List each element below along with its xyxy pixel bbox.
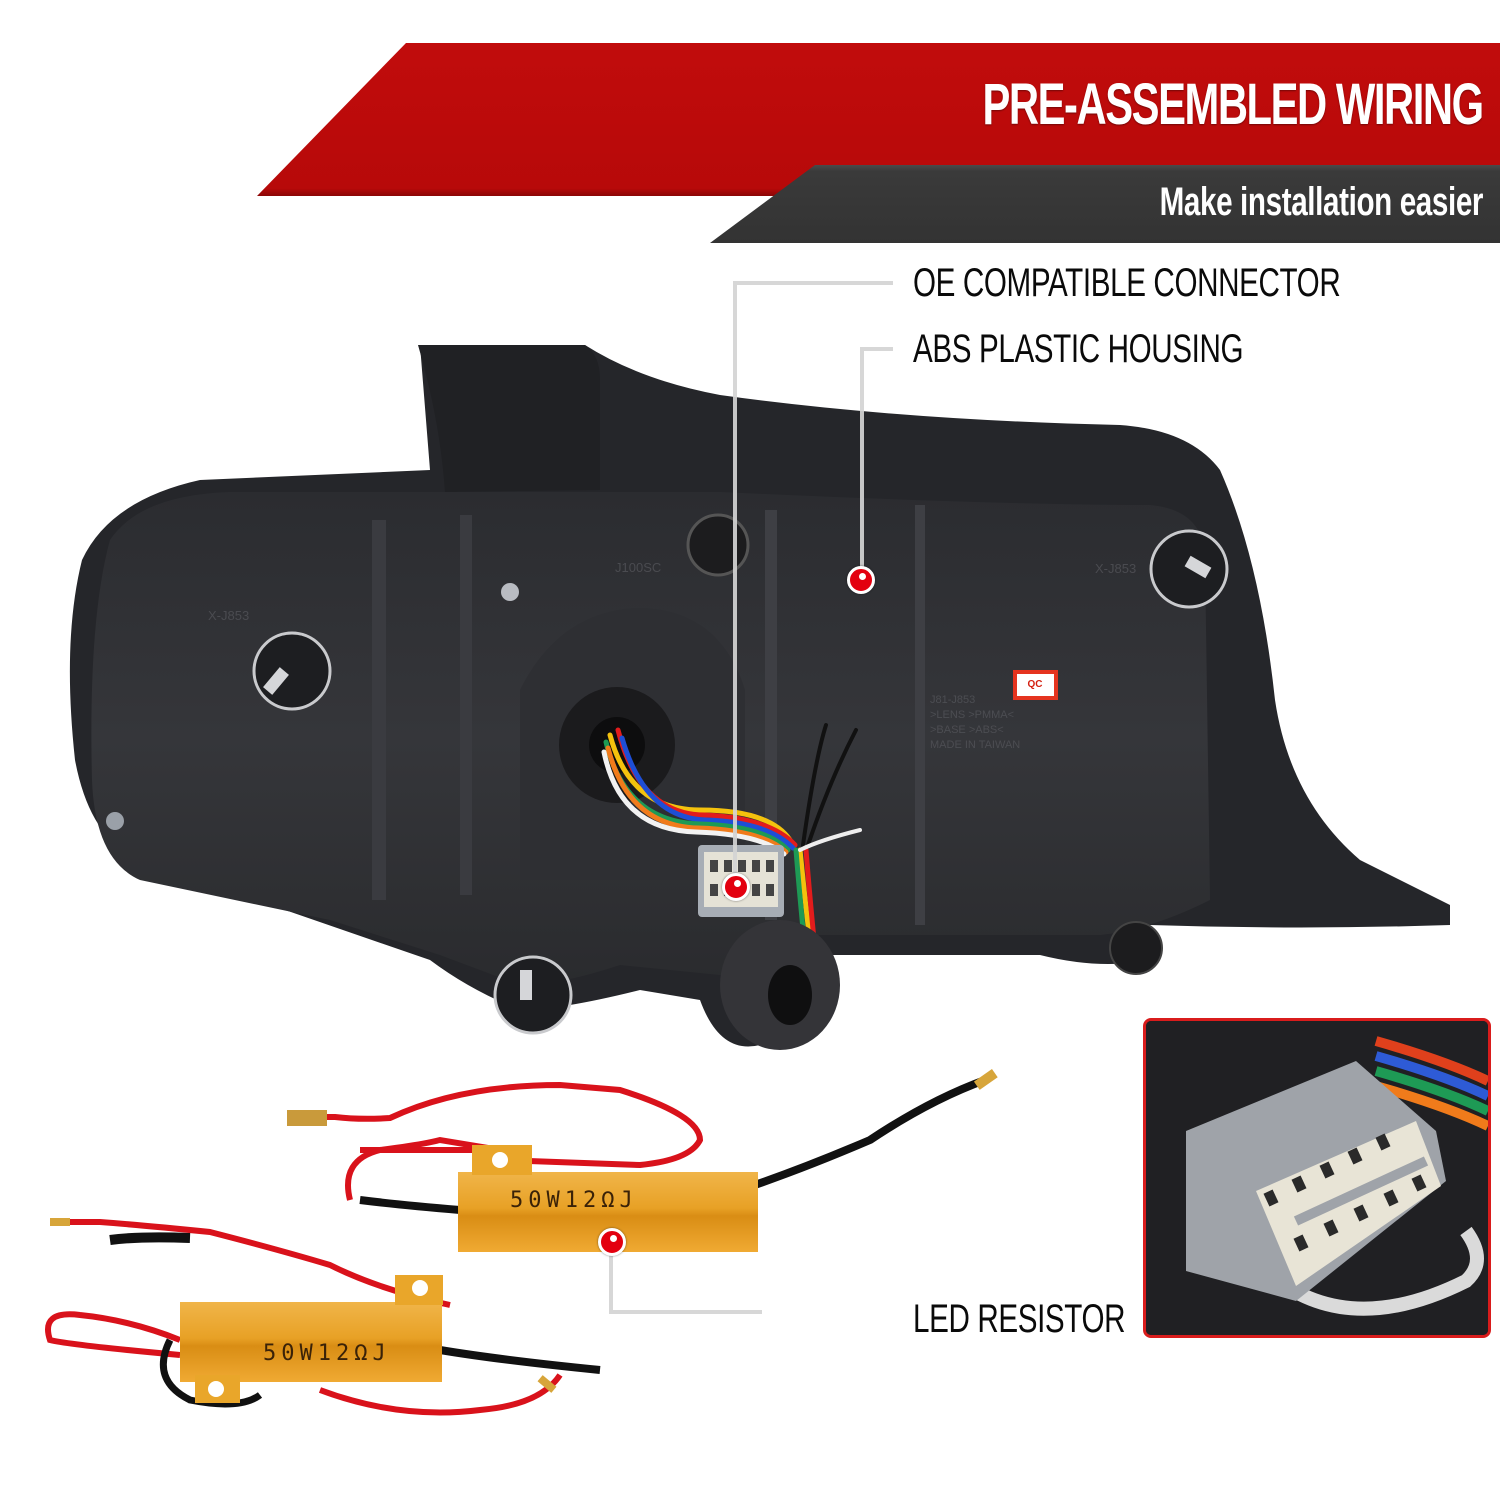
leader-line-led-resistor [609, 1243, 762, 1314]
mounting-stud-icon [493, 955, 573, 1035]
subtitle-band [710, 165, 1500, 243]
svg-text:J100SC: J100SC [615, 560, 661, 575]
svg-text:>LENS >PMMA<: >LENS >PMMA< [930, 709, 1014, 721]
marker-dot-abs-housing[interactable] [847, 566, 875, 594]
svg-text:50W12ΩJ: 50W12ΩJ [263, 1341, 391, 1366]
marker-dot-oe-connector[interactable] [722, 873, 750, 901]
svg-text:X-J853: X-J853 [208, 608, 249, 623]
title-band [257, 43, 1500, 196]
connector-closeup-inset [1143, 1018, 1491, 1338]
leader-line-oe-connector [733, 281, 893, 885]
qc-sticker: QC [1013, 670, 1058, 700]
callout-abs-plastic-housing: ABS PLASTIC HOUSING [913, 327, 1244, 371]
load-resistor-front: 50W12ΩJ [45, 1218, 601, 1416]
grommet [720, 920, 840, 1050]
connector-closeup-image [1146, 1021, 1488, 1335]
svg-text:QC: QC [1028, 679, 1043, 690]
svg-text:MADE IN TAIWAN: MADE IN TAIWAN [930, 739, 1020, 751]
mounting-stud-icon [1149, 529, 1229, 609]
svg-text:50W12ΩJ: 50W12ΩJ [510, 1188, 638, 1213]
page-title: PRE-ASSEMBLED WIRING [982, 72, 1485, 137]
svg-text:X-J853: X-J853 [1095, 561, 1136, 576]
svg-text:>BASE >ABS<: >BASE >ABS< [930, 724, 1004, 736]
leader-lines [609, 281, 893, 1314]
callout-oe-compatible-connector: OE COMPATIBLE CONNECTOR [913, 261, 1341, 305]
svg-text:J81-J853: J81-J853 [930, 694, 975, 706]
page-subtitle: Make installation easier [1159, 180, 1484, 224]
header-banners [257, 43, 1500, 243]
callout-led-resistor: LED RESISTOR [913, 1297, 1126, 1341]
mounting-stud-icon [252, 631, 332, 711]
leader-line-abs-housing [860, 347, 893, 578]
taillight-housing: X-J853 J100SC X-J853 J81-J853 >LENS >PMM… [69, 345, 1450, 1047]
load-resistor-rear: 50W12ΩJ [287, 1069, 998, 1252]
marker-dot-led-resistor[interactable] [598, 1228, 626, 1256]
